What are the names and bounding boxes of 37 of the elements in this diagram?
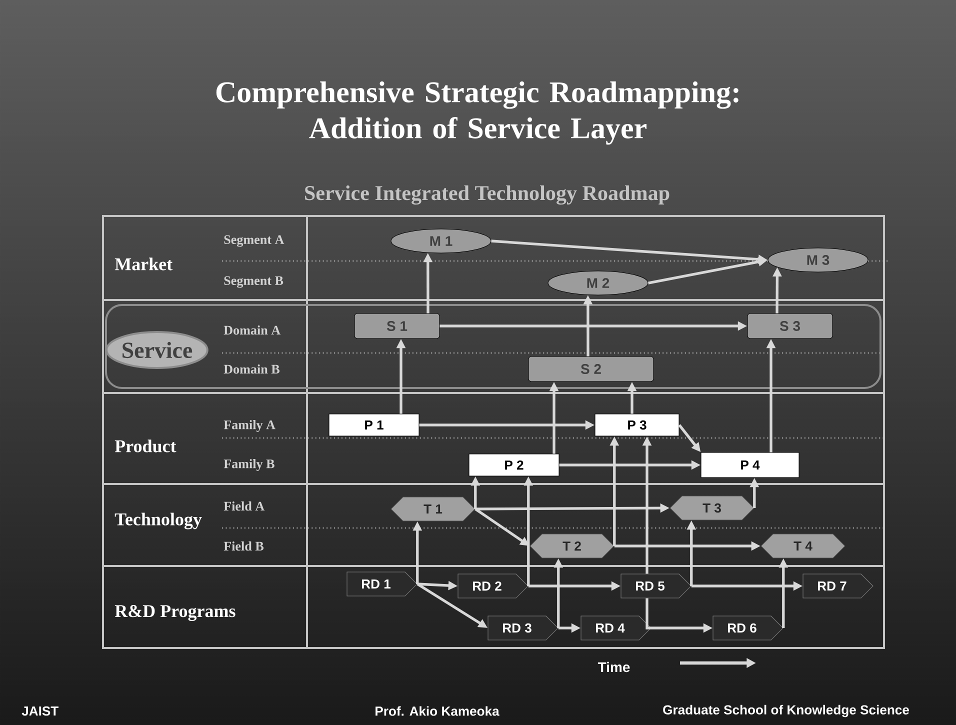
product-box: P 3	[594, 414, 680, 436]
technology-hexagon: T 4	[760, 534, 846, 558]
program-pentagon: RD 6	[712, 616, 784, 640]
service-band	[105, 304, 882, 389]
service-box: S 2	[528, 356, 654, 382]
layer-label: Technology	[114, 512, 202, 530]
sublayer-label: Field A	[224, 501, 265, 511]
technology-hexagon: T 2	[530, 534, 614, 558]
sublayer-label: Field B	[224, 541, 264, 551]
program-pentagon: RD 3	[488, 616, 558, 640]
slide-title: Comprehensive Strategic Roadmapping: Addition of Service Layer	[216, 81, 738, 145]
sublayer-label: Domain B	[224, 364, 280, 374]
layer-label: Market	[114, 258, 172, 270]
footer-text: Prof. Akio Kameoka	[376, 706, 500, 716]
program-pentagon: RD 7	[802, 574, 874, 598]
program-pentagon: RD 5	[620, 574, 692, 598]
program-pentagon: RD 2	[458, 574, 528, 598]
program-pentagon: RD 4	[580, 616, 652, 640]
chart-title: Service Integrated Technology Roadmap	[305, 185, 670, 205]
technology-hexagon: T 3	[670, 496, 754, 520]
service-box: S 3	[747, 313, 833, 339]
time-label: Time	[598, 662, 630, 672]
service-box: S 1	[354, 313, 440, 339]
layer-label: Product	[114, 440, 176, 452]
product-box: P 2	[468, 454, 560, 476]
footer-text: Graduate School of Knowledge Science	[663, 704, 909, 718]
sublayer-label: Segment A	[224, 235, 284, 247]
footer-text: JAIST	[22, 706, 58, 716]
sublayer-label: Domain A	[224, 325, 280, 335]
sublayer-label: Segment B	[224, 276, 284, 288]
technology-hexagon: T 1	[390, 496, 476, 522]
sublayer-label: Family B	[224, 459, 274, 471]
program-pentagon: RD 1	[346, 572, 418, 596]
product-box: P 4	[700, 452, 800, 478]
sublayer-label: Family A	[224, 420, 276, 432]
product-box: P 1	[328, 414, 420, 436]
layer-label: R&D Programs	[114, 605, 236, 621]
